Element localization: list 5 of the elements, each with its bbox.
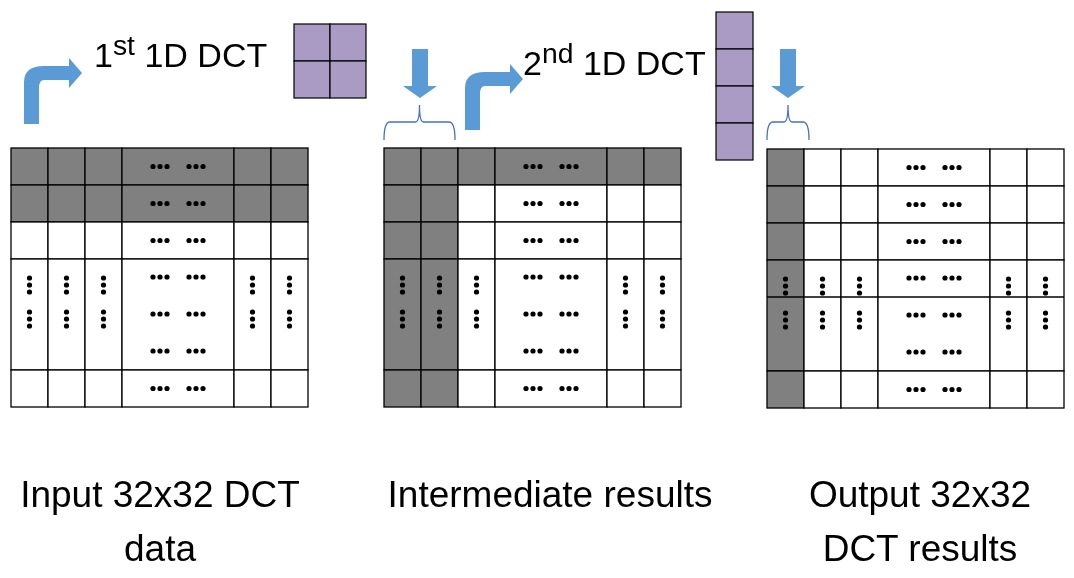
matrix-caption: Intermediate results [386, 473, 714, 517]
step-label: 2$^{nd}$ 1D DCT [523, 38, 706, 83]
matrix-caption: Output 32x32 DCT results [807, 473, 1033, 571]
step-label: 1$^{st}$ 1D DCT [94, 30, 268, 75]
matrix-caption: Input 32x32 DCT data [20, 473, 300, 571]
